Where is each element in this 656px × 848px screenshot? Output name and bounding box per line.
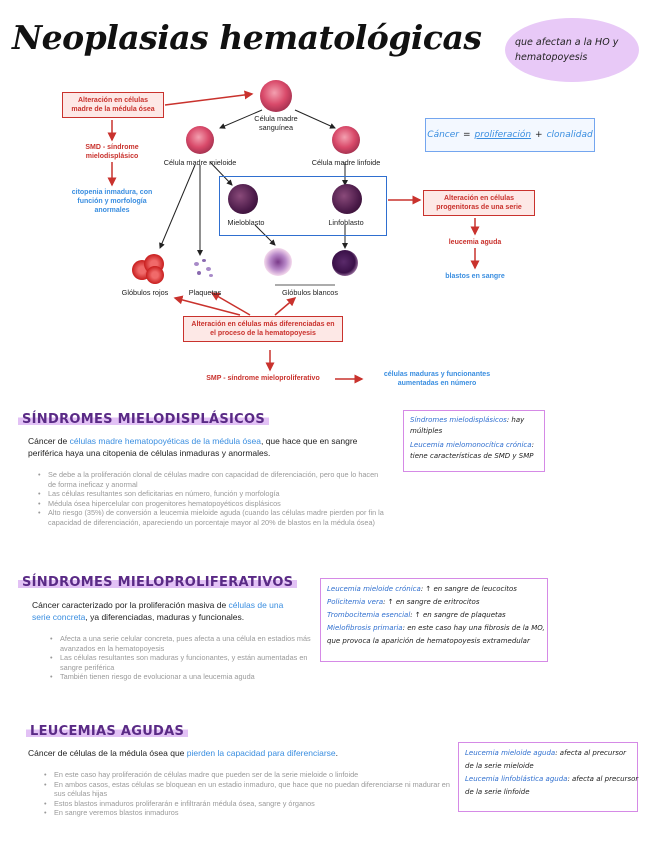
intro-text: Cáncer de [28, 436, 70, 446]
label-celulas-maduras: células maduras y funcionantes aumentada… [383, 371, 491, 387]
label-linfoblasto: Linfoblasto [328, 218, 364, 227]
heading-mieloproliferativos: SÍNDROMES MIELOPROLIFERATIVOS [18, 575, 298, 590]
box-leucemias: Leucemia mieloide aguda: afecta al precu… [458, 742, 638, 812]
box-mielodisplasicos: Síndromes mielodisplásicos: hay múltiple… [403, 410, 545, 472]
box-text: : afecta al precursor [567, 775, 639, 783]
white-blood-cell-icon-2 [332, 250, 358, 276]
cancer-definition-box: Cáncer = proliferación + clonalidad [425, 118, 595, 152]
box-text: de la serie linfoide [465, 788, 530, 796]
intro-mieloproliferativos: Cáncer caracterizado por la proliferació… [32, 600, 300, 623]
diagram-arrows [107, 90, 480, 384]
label-citopenia: citopenia inmadura, con función y morfol… [71, 189, 153, 214]
lymphoid-stem-cell-icon [332, 126, 360, 154]
label-celula-madre-sanguinea: Célula madre sanguínea [254, 114, 298, 132]
label-celula-madre-linfoide: Célula madre linfoide [311, 158, 381, 167]
label-leucemia-aguda: leucemia aguda [448, 239, 502, 246]
intro-text: Cáncer caracterizado por la proliferació… [32, 600, 229, 610]
intro-text: , ya diferenciadas, maduras y funcionale… [85, 611, 245, 622]
label-globulos-rojos: Glóbulos rojos [121, 288, 169, 297]
intro-text: . [335, 748, 339, 758]
box-name: Leucemia mieloide crónica [327, 585, 421, 593]
box-text: : en este caso hay una fibrosis de la MO… [402, 624, 545, 632]
box-alteracion-diferenciadas: Alteración en células más diferenciadas … [183, 316, 343, 342]
intro-text: , que hace que en sangre periférica haya… [28, 436, 358, 458]
intro-leucemias: Cáncer de células de la médula ósea que … [28, 748, 448, 760]
list-item: En ambos casos, estas células se bloquea… [44, 780, 454, 799]
intro-mielodisplasicos: Cáncer de células madre hematopoyéticas … [28, 436, 373, 459]
label-plaquetas: Plaquetas [188, 288, 222, 297]
lymphoblast-icon [332, 184, 362, 214]
box-text: : ↑ en sangre de eritrocitos [383, 598, 480, 606]
cancer-proliferacion: proliferación [474, 130, 532, 140]
intro-highlight: células de una serie concreta [32, 600, 284, 622]
box-text: de la serie mieloide [465, 762, 534, 770]
list-item: Médula ósea hipercelular con progenitore… [38, 499, 388, 509]
label-mieloblasto: Mieloblasto [227, 218, 265, 227]
list-item: Las células resultantes son maduras y fu… [50, 653, 322, 672]
list-item: Afecta a una serie celular concreta, pue… [50, 634, 322, 653]
label-globulos-blancos: Glóbulos blancos [282, 288, 338, 297]
white-blood-cell-icon-1 [264, 248, 292, 276]
box-name: Trombocitemia esencial [327, 611, 411, 619]
box-alteracion-madre: Alteración en células madre de la médula… [62, 92, 164, 118]
myeloblast-icon [228, 184, 258, 214]
cancer-equals: = [462, 130, 471, 140]
box-text: que provoca la aparición de hematopoyesi… [327, 637, 530, 645]
list-item: Se debe a la proliferación clonal de cél… [38, 470, 388, 489]
box-text: : hay múltiples [410, 416, 525, 435]
box-name: Leucemia linfoblástica aguda [465, 775, 568, 783]
intro-highlight: células madre hematopoyéticas de la médu… [69, 436, 261, 446]
heading-mielodisplasicos: SÍNDROMES MIELODISPLÁSICOS [18, 412, 269, 427]
box-alteracion-progenitoras: Alteración en células progenitoras de un… [423, 190, 535, 216]
list-item: Estos blastos inmaduros proliferarán e i… [44, 799, 454, 809]
cancer-clonalidad: clonalidad [546, 130, 593, 140]
box-text: : tiene características de SMD y SMP [410, 441, 534, 460]
box-name: Policitemia vera [327, 598, 384, 606]
red-blood-cells-icon [132, 254, 166, 284]
subtitle-note: que afectan a la HO y hematopoyesis [515, 37, 619, 63]
blast-group-box [219, 176, 387, 236]
label-smd: SMD - síndrome mielodisplásico [85, 144, 139, 160]
bullets-mielodisplasicos: Se debe a la proliferación clonal de cél… [36, 470, 388, 528]
box-text: : ↑ en sangre de plaquetas [410, 611, 506, 619]
label-celula-madre-mieloide: Célula madre mieloide [163, 158, 237, 167]
box-name: Mielofibrosis primaria [327, 624, 403, 632]
box-text: : ↑ en sangre de leucocitos [420, 585, 517, 593]
platelets-icon [192, 258, 216, 280]
intro-highlight: pierden la capacidad para diferenciarse [186, 748, 336, 758]
label-smp: SMP - síndrome mieloproliferativo [206, 375, 320, 382]
intro-text: Cáncer de células de la médula ósea que [28, 748, 187, 758]
box-mieloproliferativos: Leucemia mieloide crónica: ↑ en sangre d… [320, 578, 548, 662]
label-blastos-sangre: blastos en sangre [445, 273, 505, 280]
list-item: Alto riesgo (35%) de conversión a leucem… [38, 508, 388, 527]
list-item: En sangre veremos blastos inmaduros [44, 808, 454, 818]
list-item: Las células resultantes son deficitarias… [38, 489, 388, 499]
bullets-mieloproliferativos: Afecta a una serie celular concreta, pue… [48, 634, 322, 682]
list-item: También tienen riesgo de evolucionar a u… [50, 672, 322, 682]
box-name: Síndromes mielodisplásicos [410, 416, 507, 424]
heading-leucemias: LEUCEMIAS AGUDAS [26, 724, 189, 739]
bullets-leucemias: En este caso hay proliferación de célula… [42, 770, 454, 818]
box-text: : afecta al precursor [555, 749, 627, 757]
box-name: Leucemia mieloide aguda [465, 749, 556, 757]
cancer-plus: + [535, 130, 543, 140]
page-title: Neoplasias hematológicas [12, 18, 482, 57]
box-name: Leucemia mielomonocítica crónica [410, 441, 532, 449]
list-item: En este caso hay proliferación de célula… [44, 770, 454, 780]
note-blob [505, 18, 639, 82]
myeloid-stem-cell-icon [186, 126, 214, 154]
cancer-label: Cáncer [427, 130, 459, 140]
stem-cell-icon [260, 80, 292, 112]
